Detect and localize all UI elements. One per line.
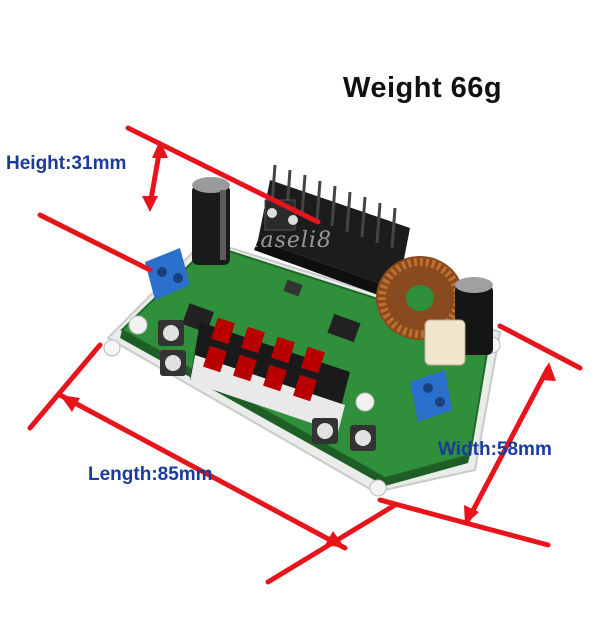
push-button	[158, 320, 184, 346]
push-button	[350, 425, 376, 451]
weight-title: Weight 66g	[343, 72, 503, 104]
led-cap	[128, 315, 148, 335]
terminal-block-left	[145, 248, 190, 300]
push-button	[160, 350, 186, 376]
chip	[283, 279, 303, 297]
height-label: Height:31mm	[6, 153, 127, 174]
pcb-edge	[120, 330, 385, 486]
capacitor-left	[192, 177, 230, 265]
standoff	[369, 479, 387, 497]
width-label: Width:58mm	[438, 439, 552, 460]
terminal-block-right	[410, 370, 452, 422]
push-button	[312, 418, 338, 444]
length-label: Length:85mm	[88, 464, 213, 485]
film-capacitor	[424, 319, 466, 366]
led-cap	[355, 392, 375, 412]
standoff	[103, 339, 121, 357]
watermark: kaaseli8	[232, 228, 332, 253]
chip	[327, 313, 361, 343]
seven-segment-display	[190, 317, 350, 432]
